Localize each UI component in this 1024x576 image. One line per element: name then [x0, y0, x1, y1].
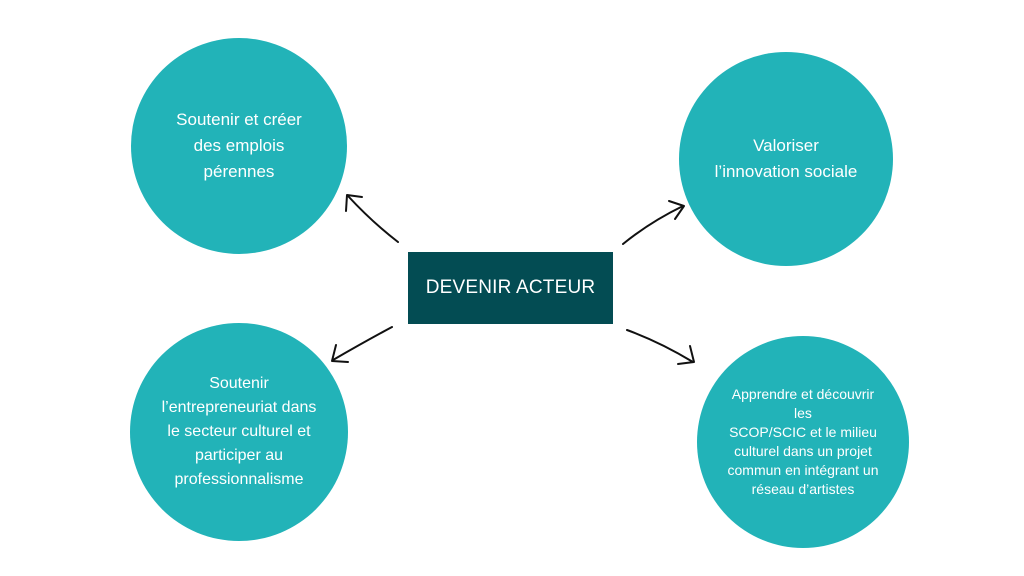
- node-top-right: Valoriser l’innovation sociale: [679, 52, 893, 266]
- node-line: Apprendre et découvrir: [731, 386, 875, 402]
- arrowhead-bottom-left: [331, 344, 349, 363]
- node-line: le secteur culturel et: [167, 423, 311, 440]
- node-line: Valoriser: [753, 136, 819, 155]
- node-line: réseau d’artistes: [751, 481, 855, 497]
- node-line: des emplois: [193, 136, 285, 155]
- node-line: l’entrepreneuriat dans: [161, 399, 317, 416]
- arrowhead-bottom-right: [677, 345, 695, 365]
- node-line: commun en intégrant un: [727, 462, 879, 478]
- node-bottom-left: Soutenir l’entrepreneuriat dans le secte…: [130, 323, 348, 541]
- node-bottom-left-text: Soutenir l’entrepreneuriat dans le secte…: [162, 372, 317, 492]
- node-line: Soutenir: [209, 375, 269, 392]
- node-bottom-right: Apprendre et découvrir les SCOP/SCIC et …: [697, 336, 909, 548]
- node-line: les: [794, 405, 812, 421]
- node-line: professionnalisme: [174, 471, 304, 488]
- node-top-left: Soutenir et créer des emplois pérennes: [131, 38, 347, 254]
- node-top-right-text: Valoriser l’innovation sociale: [715, 133, 858, 185]
- center-label: DEVENIR ACTEUR: [425, 277, 596, 298]
- node-bottom-right-text: Apprendre et découvrir les SCOP/SCIC et …: [728, 385, 879, 499]
- node-line: SCOP/SCIC et le milieu: [729, 424, 877, 440]
- node-line: Soutenir et créer: [176, 110, 302, 129]
- node-line: culturel dans un projet: [734, 443, 872, 459]
- arrow-to-bottom-left: [332, 326, 393, 361]
- node-top-left-text: Soutenir et créer des emplois pérennes: [176, 107, 302, 185]
- center-box: DEVENIR ACTEUR: [408, 252, 613, 324]
- node-line: participer au: [194, 447, 284, 464]
- arrowhead-top-left: [345, 194, 363, 212]
- arrow-to-top-left: [347, 195, 399, 243]
- arrow-to-top-right: [622, 205, 684, 245]
- arrowhead-top-right: [668, 200, 685, 220]
- node-line: l’innovation sociale: [714, 162, 858, 181]
- node-line: pérennes: [203, 162, 275, 181]
- arrow-to-bottom-right: [626, 329, 694, 363]
